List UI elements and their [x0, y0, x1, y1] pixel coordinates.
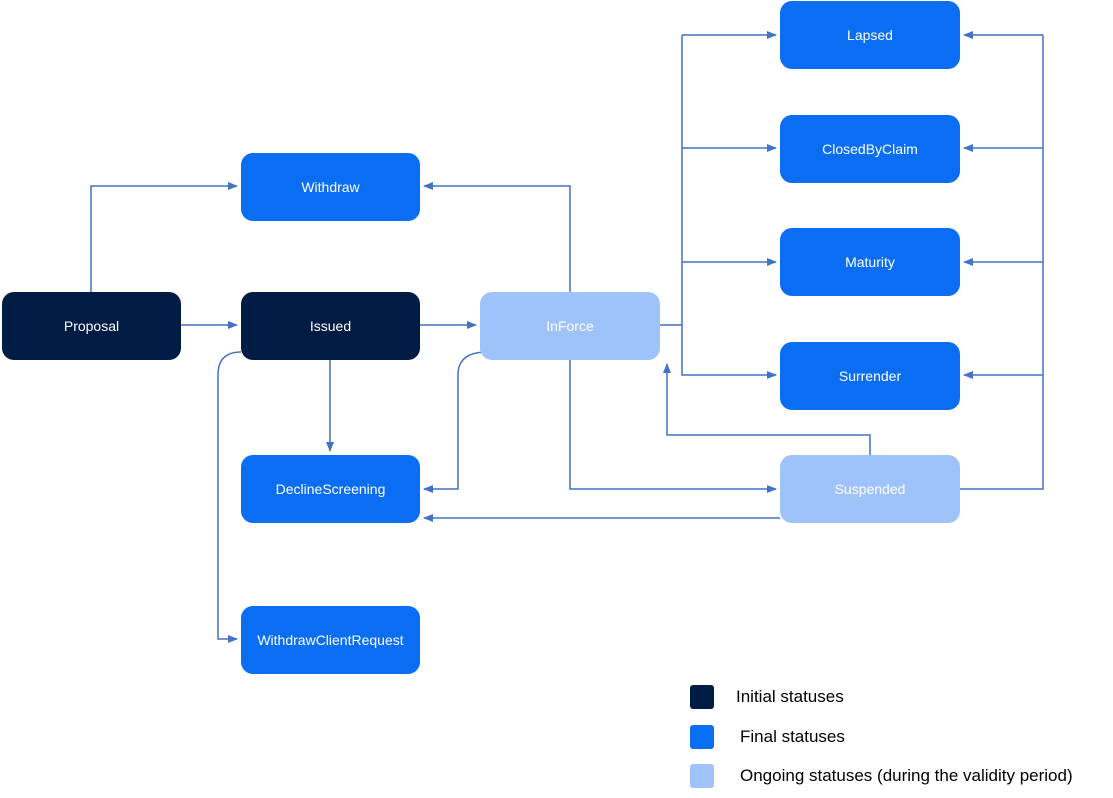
edge-issued-withdrawclientrequest: [217, 351, 242, 643]
closed-by-claim-node[interactable]: ClosedByClaim: [780, 115, 960, 183]
legend-final-label: Final statuses: [740, 727, 845, 746]
withdraw-node[interactable]: Withdraw: [241, 153, 420, 221]
legend-ongoing-swatch: [690, 764, 714, 788]
legend-initial-swatch: [690, 685, 714, 709]
lapsed-label: Lapsed: [847, 27, 893, 43]
suspended-node[interactable]: Suspended: [780, 455, 960, 523]
edge-inforce-withdraw: [423, 182, 571, 292]
inforce-node[interactable]: InForce: [480, 292, 660, 360]
decline-screening-node[interactable]: DeclineScreening: [241, 455, 420, 523]
surrender-label: Surrender: [838, 368, 902, 384]
edge-inforce-trunk: [660, 35, 683, 326]
decline-screening-label: DeclineScreening: [275, 481, 386, 497]
closed-by-claim-label: ClosedByClaim: [822, 141, 918, 157]
edge-inforce-suspended: [569, 360, 777, 493]
edge-suspended-inforce: [663, 363, 871, 455]
edge-proposal-withdraw: [90, 182, 238, 292]
lapsed-node[interactable]: Lapsed: [780, 1, 960, 69]
withdraw-client-request-node[interactable]: WithdrawClientRequest: [241, 606, 420, 674]
proposal-node[interactable]: Proposal: [2, 292, 181, 360]
withdraw-label: Withdraw: [301, 179, 360, 195]
edge-inforce-surrender: [681, 325, 777, 379]
suspended-label: Suspended: [834, 481, 906, 497]
maturity-node[interactable]: Maturity: [780, 228, 960, 296]
legend-final-swatch: [690, 725, 714, 749]
issued-node[interactable]: Issued: [241, 292, 420, 360]
legend-initial-label: Initial statuses: [736, 687, 844, 706]
legend-ongoing-label: Ongoing statuses (during the validity pe…: [740, 766, 1073, 785]
edge-inforce-declinescreening: [423, 351, 488, 493]
issued-label: Issued: [309, 318, 352, 334]
maturity-label: Maturity: [845, 254, 895, 270]
withdraw-client-request-label: WithdrawClientRequest: [257, 632, 404, 648]
proposal-label: Proposal: [63, 318, 120, 334]
surrender-node[interactable]: Surrender: [780, 342, 960, 410]
edge-suspended-trunk: [960, 35, 1044, 490]
inforce-label: InForce: [546, 318, 594, 334]
